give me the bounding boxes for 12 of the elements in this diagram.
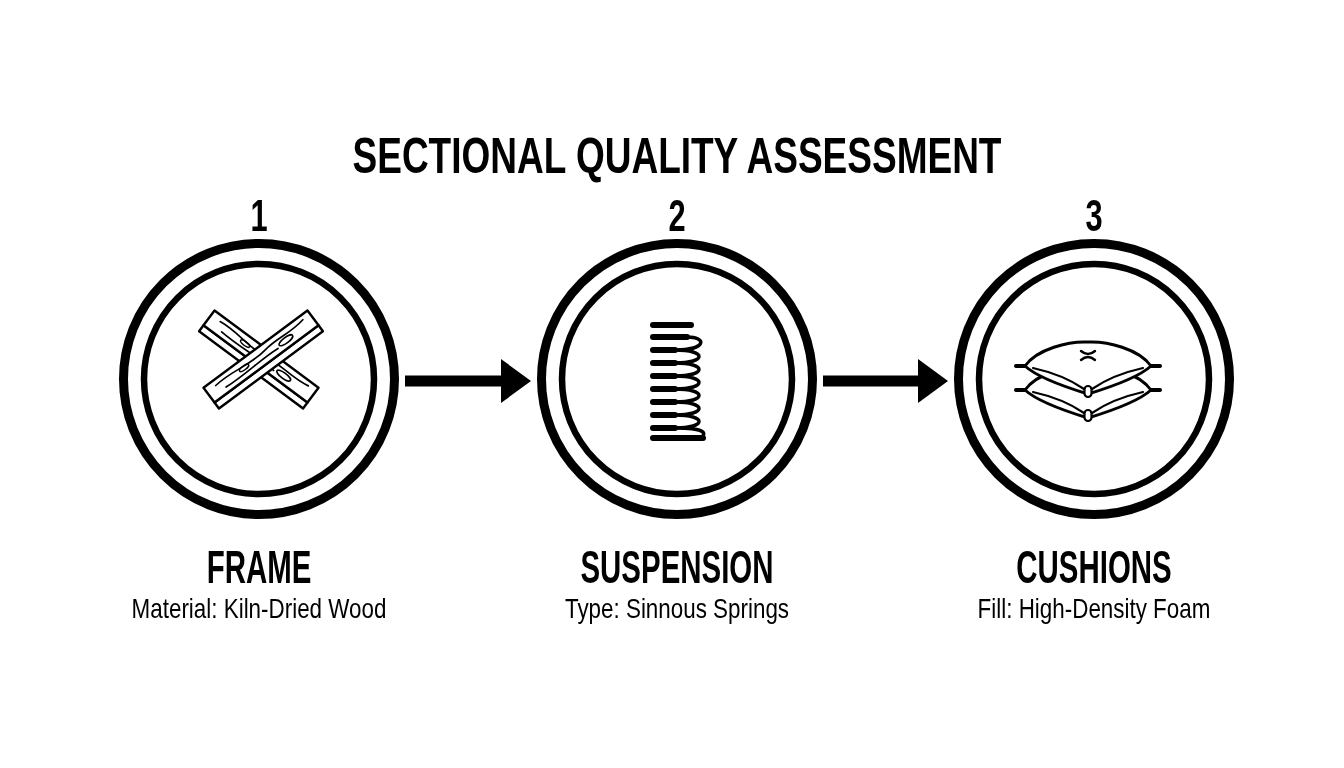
step-number: 2 [668,194,686,238]
diagram-title: SECTIONAL QUALITY ASSESSMENT [352,131,1002,181]
step-title: FRAME [206,544,312,590]
step-description: Material: Kiln-Dried Wood [131,595,387,623]
step-title: CUSHIONS [1016,544,1172,590]
arrow [823,359,948,403]
step-description: Fill: High-Density Foam [977,595,1211,623]
arrow [405,359,531,403]
step-number: 1 [250,194,268,238]
step-number: 3 [1085,194,1103,238]
step-description: Type: Sinnous Springs [564,595,790,623]
step-title: SUSPENSION [580,544,774,590]
